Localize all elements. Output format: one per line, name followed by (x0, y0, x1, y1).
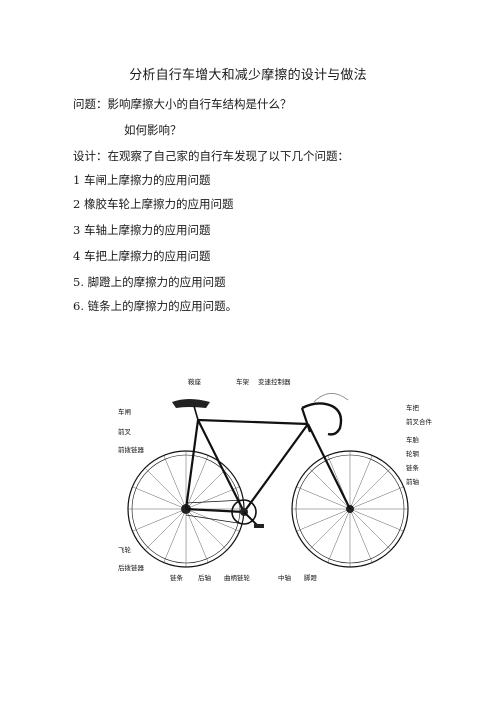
frame (184, 407, 351, 514)
list-item: 6. 链条上的摩擦力的应用问题。 (73, 299, 238, 313)
label-front-hub: 前轴 (406, 477, 420, 486)
label-chain-guard: 链条 (406, 463, 420, 472)
label-brake: 车闸 (118, 407, 131, 416)
chain (185, 499, 245, 504)
label-spokes: 轮辋 (406, 449, 420, 458)
handlebar (301, 402, 343, 436)
list-item: 3 车轴上摩擦力的应用问题 (73, 223, 211, 237)
list-item: 4 车把上摩擦力的应用问题 (73, 249, 211, 263)
label-pedal: 脚蹬 (304, 573, 318, 582)
question-sub-line: 如何影响？ (124, 123, 182, 137)
label-bottom-bracket: 中轴 (278, 573, 292, 582)
label-rear-axle: 后轴 (198, 573, 212, 582)
label-rear-changer: 后拨链器 (118, 563, 145, 572)
label-saddle: 鞍座 (188, 377, 202, 386)
list-item: 5. 脚蹬上的摩擦力的应用问题 (73, 275, 226, 289)
list-item: 1 车闸上摩擦力的应用问题 (73, 173, 211, 187)
label-crank: 曲柄链轮 (224, 573, 251, 582)
spokes (128, 451, 408, 567)
label-freewheel: 飞轮 (118, 545, 132, 554)
label-brake-assembly: 前叉合件 (406, 417, 433, 426)
pedal (254, 524, 264, 528)
list-item: 2 橡胶车轮上摩擦力的应用问题 (73, 197, 234, 211)
question-line: 问题：影响摩擦大小的自行车结构是什么？ (73, 97, 292, 111)
bicycle-diagram: 鞍座 车架 变速控制器 车把 前叉合件 车闸 前叉 前拨链器 车胎 轮辋 链条 … (118, 377, 433, 582)
label-handlebar: 车把 (406, 403, 420, 412)
label-seat-tube: 车胎 (406, 435, 420, 444)
label-shifter: 变速控制器 (258, 377, 291, 386)
document-title: 分析自行车增大和减少摩擦的设计与做法 (129, 68, 367, 83)
label-chain: 链条 (170, 573, 184, 582)
label-frame: 车架 (236, 377, 250, 386)
label-rear-derailleur: 前拨链器 (118, 445, 145, 454)
label-front-fork: 前叉 (118, 427, 132, 436)
saddle (172, 399, 210, 408)
design-intro-line: 设计：在观察了自己家的自行车发现了以下几个问题： (73, 149, 349, 163)
